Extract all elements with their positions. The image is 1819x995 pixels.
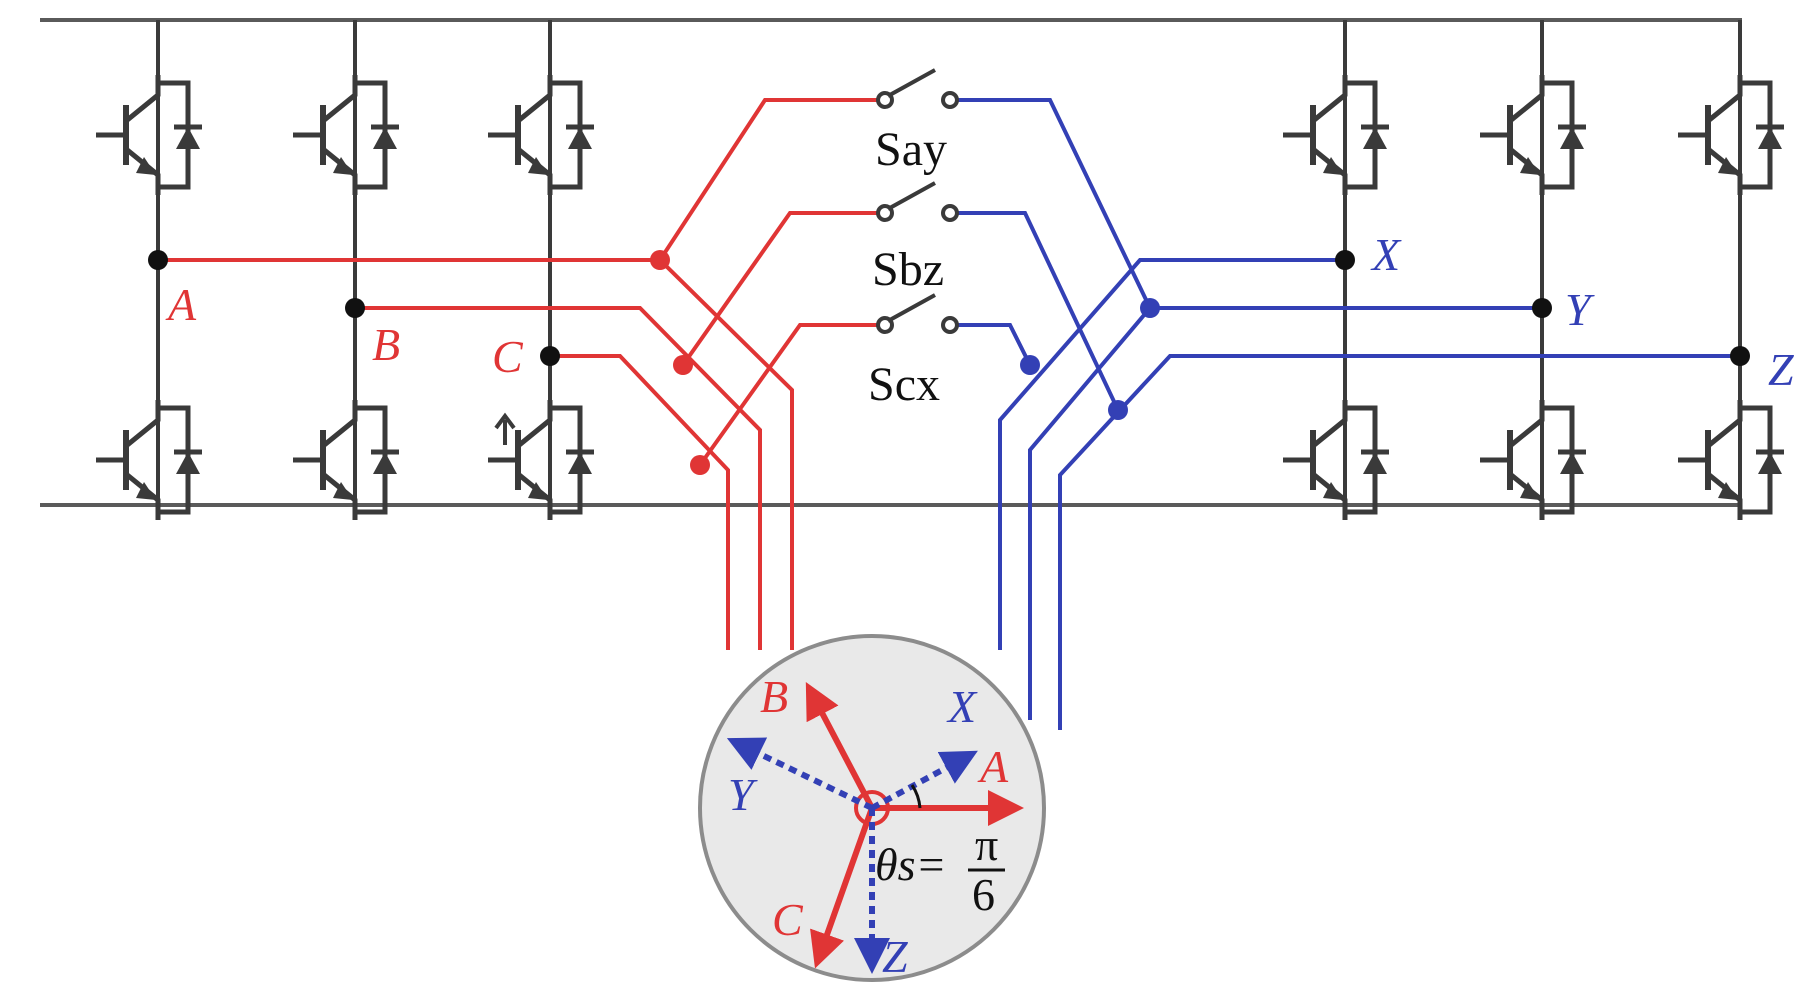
igbt-switch	[1283, 75, 1389, 195]
axis-arrow-x	[870, 750, 978, 811]
phase-label-a: A	[165, 279, 197, 330]
igbt-switch	[293, 400, 399, 520]
phase-label-c: C	[492, 331, 524, 382]
igbt-switch	[1480, 400, 1586, 520]
wire-z	[1058, 354, 1740, 730]
angle-label: θs= π 6	[875, 819, 1005, 920]
igbt-switch	[96, 400, 202, 520]
motor-label-c: C	[772, 894, 804, 945]
junction-dots	[148, 250, 1750, 475]
igbt-switch	[1480, 75, 1586, 195]
wire-sbz-red	[681, 211, 880, 367]
switch-sbz	[876, 181, 959, 222]
angle-denominator: 6	[972, 869, 995, 920]
igbt-switch	[293, 75, 399, 195]
leg-a	[96, 20, 202, 520]
wire-scx-blue	[955, 323, 1032, 366]
igbt-switch	[1678, 400, 1784, 520]
leg-y	[1480, 20, 1586, 520]
right-inverter	[1283, 20, 1784, 520]
angle-numerator: π	[975, 819, 998, 870]
left-inverter	[96, 20, 594, 520]
igbt-switch	[1283, 400, 1389, 520]
motor-label-y: Y	[728, 769, 758, 820]
motor-label-b: B	[760, 671, 788, 722]
igbt-switch	[96, 75, 202, 195]
switch-label-sbz: Sbz	[872, 243, 944, 296]
angle-lhs: θs=	[875, 839, 947, 890]
phase-label-b: B	[372, 319, 400, 370]
motor-label-z: Z	[882, 931, 908, 982]
switch-label-say: Say	[875, 123, 947, 176]
igbt-switch	[488, 75, 594, 195]
wire-sbz-blue	[955, 211, 1120, 411]
phase-label-x: X	[1370, 229, 1402, 280]
leg-b	[293, 20, 399, 520]
wire-b	[355, 306, 762, 650]
axis-arrow-y	[726, 737, 874, 811]
leg-c	[488, 20, 594, 520]
igbt-switch	[1678, 75, 1784, 195]
current-arrow-icon	[494, 412, 516, 445]
switch-say	[876, 68, 959, 109]
axis-arrow-b	[805, 682, 875, 810]
switch-scx	[876, 293, 959, 334]
angle-arc	[910, 784, 922, 809]
switch-label-scx: Scx	[868, 358, 940, 411]
wire-say-red	[658, 98, 880, 262]
wire-x	[998, 258, 1345, 650]
wire-say-blue	[955, 98, 1152, 309]
motor: B X Y A C Z θs= π 6	[698, 634, 1046, 982]
wire-c	[550, 354, 730, 650]
leg-z	[1678, 20, 1784, 520]
motor-label-a: A	[977, 741, 1009, 792]
phase-label-z: Z	[1768, 344, 1794, 395]
wire-scx-red	[698, 323, 880, 467]
motor-label-x: X	[946, 681, 978, 732]
wire-y	[1028, 306, 1542, 720]
axis-arrow-c	[810, 806, 875, 969]
red-phase-wires	[158, 98, 880, 650]
wire-a	[158, 258, 794, 650]
phase-label-y: Y	[1565, 284, 1595, 335]
